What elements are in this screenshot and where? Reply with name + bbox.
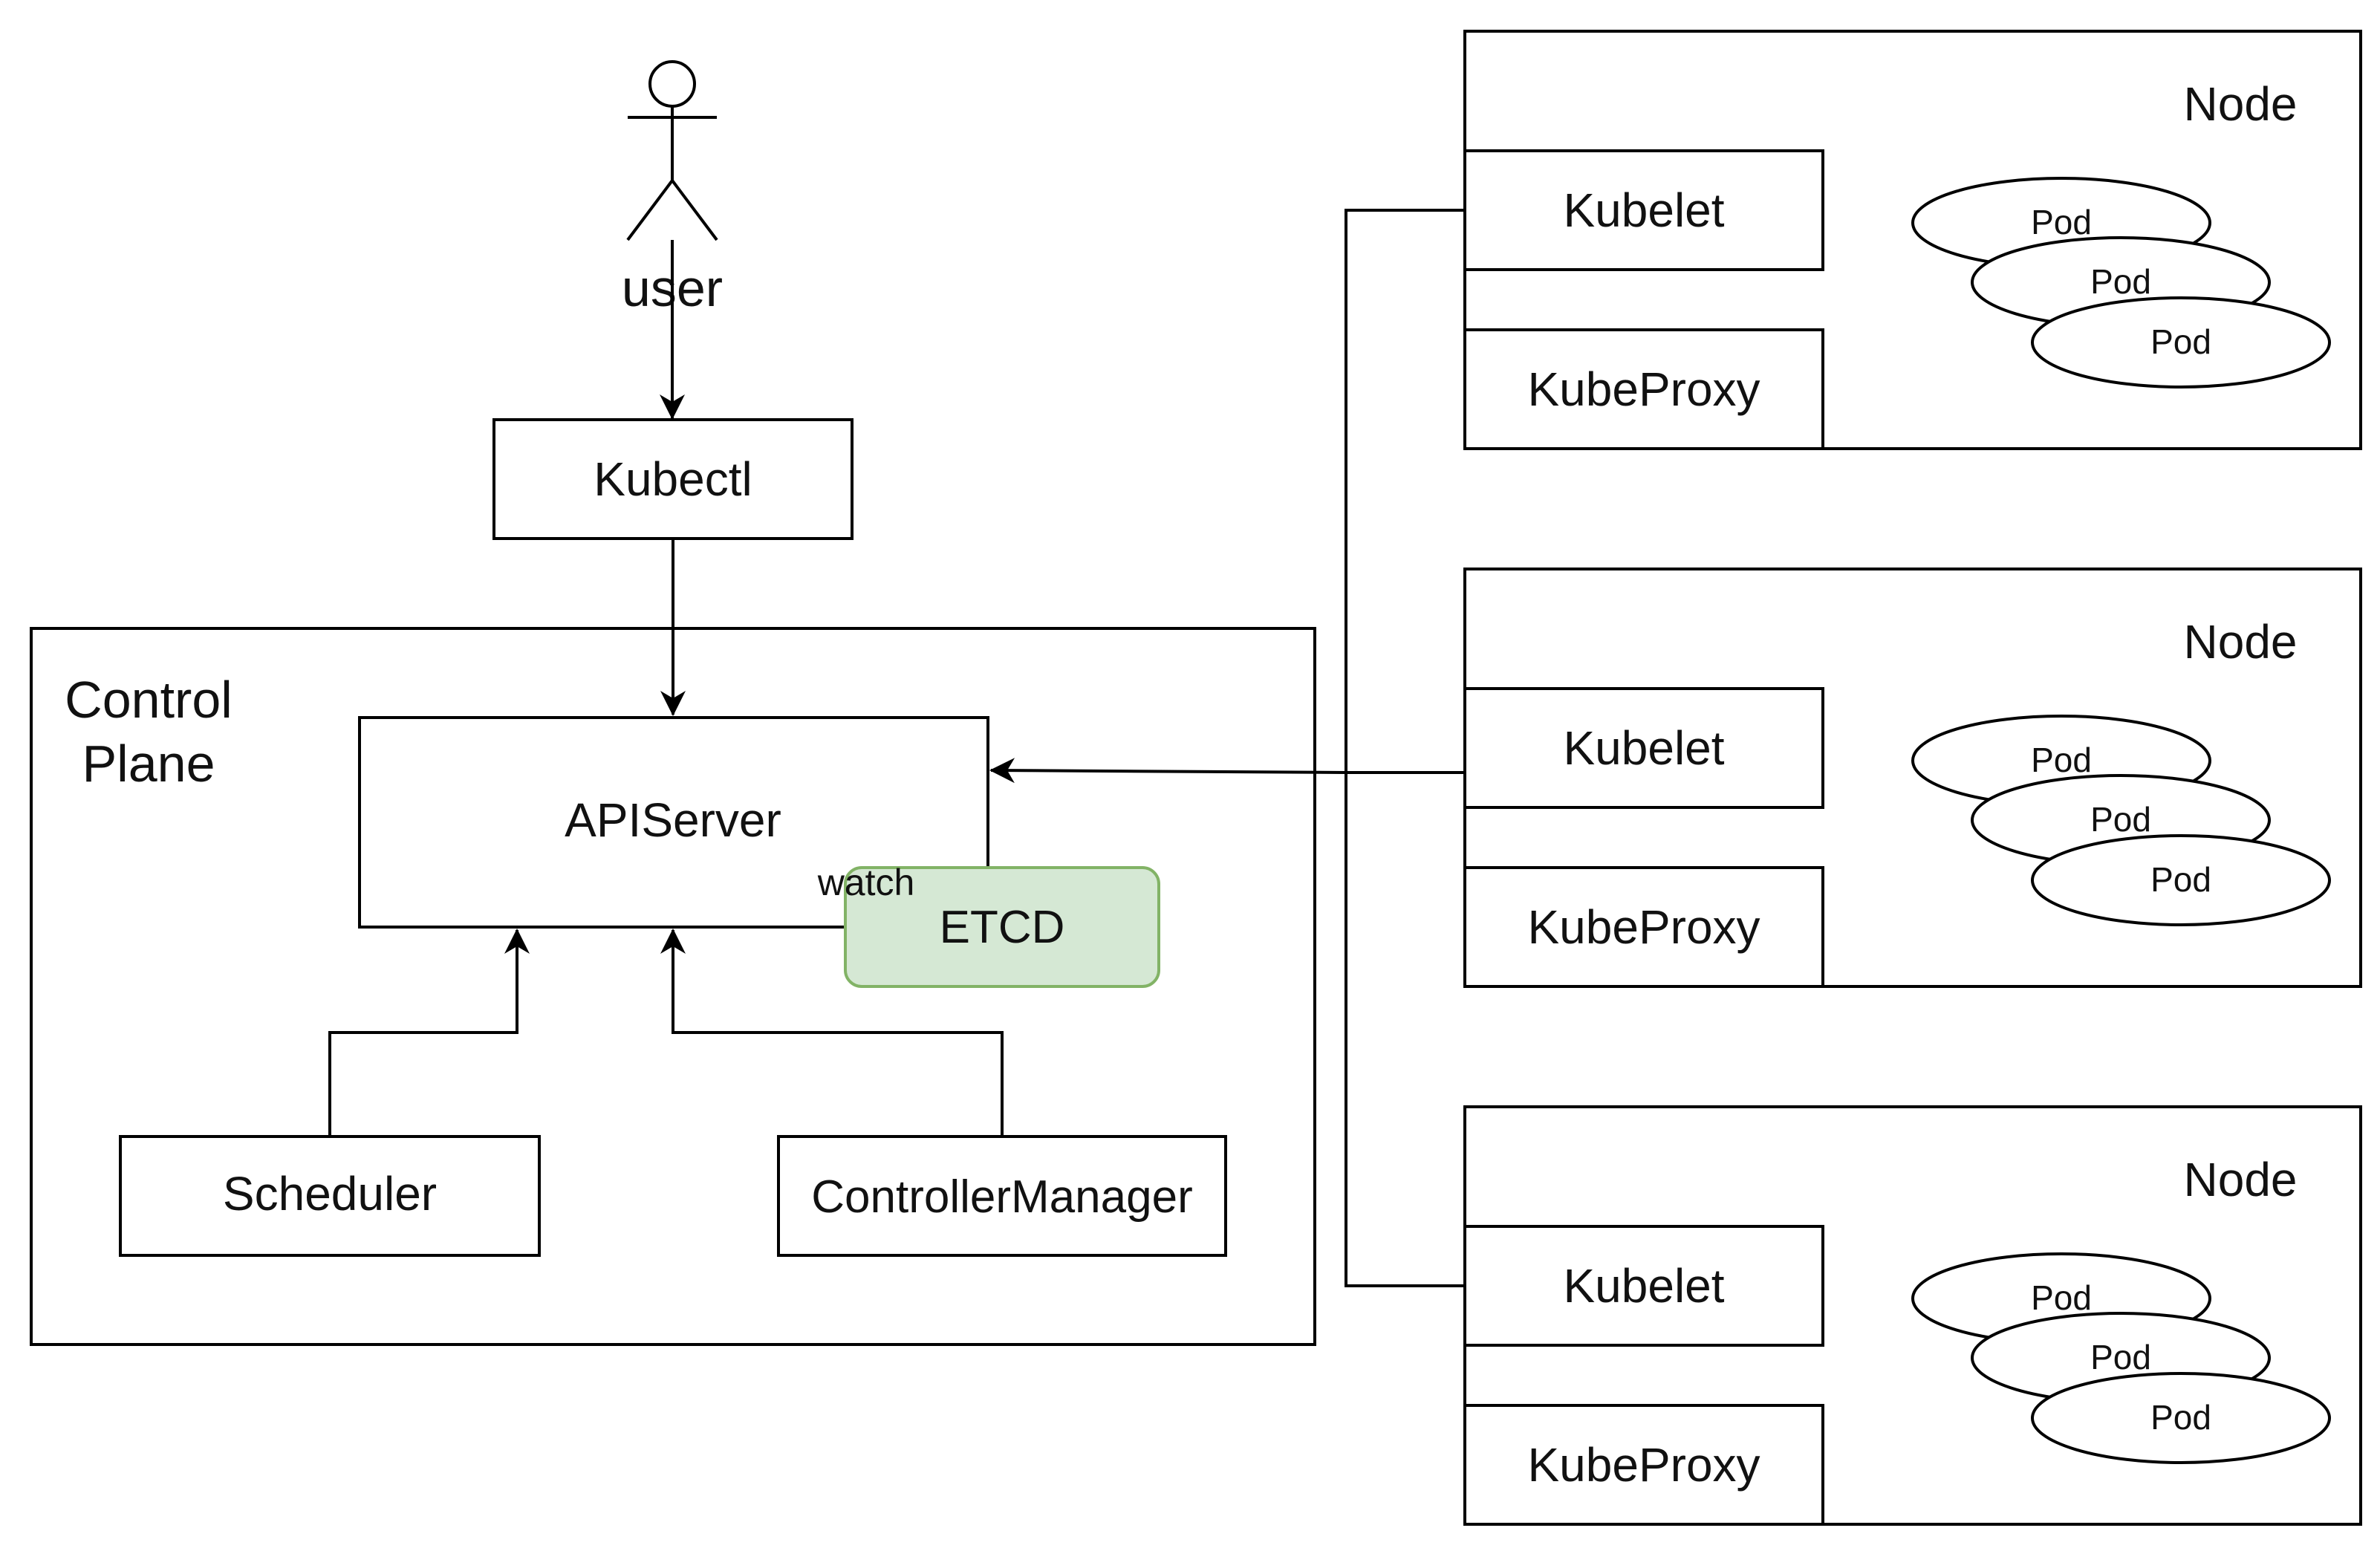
- etcd-label: ETCD: [940, 902, 1065, 953]
- kubectl-label: Kubectl: [594, 452, 752, 506]
- etcd-box: [844, 866, 1160, 988]
- kubelet-label: Kubelet: [1563, 183, 1724, 237]
- kubelet-bus-line: [1345, 209, 1465, 1287]
- scheduler-label: Scheduler: [223, 1167, 437, 1220]
- control-plane-label-line2: Plane: [82, 735, 215, 793]
- node-3: Node Kubelet KubeProxy Pod Pod Pod: [1463, 1105, 2362, 1526]
- scheduler-box: [119, 1135, 541, 1257]
- control-plane-label-line1: Control: [65, 671, 233, 729]
- user-right-leg: [671, 179, 718, 241]
- kubeproxy-box: [1463, 328, 1824, 450]
- pod-label: Pod: [2090, 800, 2151, 839]
- node-label: Node: [2184, 1153, 2298, 1206]
- pod-ellipse: [2031, 834, 2331, 926]
- apiserver-label: APIServer: [565, 793, 781, 847]
- pod-label: Pod: [2090, 1338, 2151, 1376]
- user-head: [648, 60, 696, 108]
- pod-label: Pod: [2150, 860, 2211, 899]
- node-1: Node Kubelet KubeProxy Pod Pod Pod: [1463, 30, 2362, 450]
- controller-manager-label: ControllerManager: [811, 1171, 1192, 1223]
- controller-manager-to-apiserver-arrow: [660, 929, 1004, 1137]
- node-label: Node: [2184, 615, 2298, 669]
- pod-label: Pod: [2031, 1278, 2092, 1317]
- pod-label: Pod: [2031, 203, 2092, 241]
- user-actor: [626, 60, 718, 241]
- node-label: Node: [2184, 77, 2298, 131]
- kubeproxy-label: KubeProxy: [1527, 900, 1760, 954]
- pod-label: Pod: [2031, 741, 2092, 779]
- kubeproxy-label: KubeProxy: [1527, 1438, 1760, 1492]
- kubelet-box: [1463, 1225, 1824, 1347]
- watch-label: watch: [817, 862, 915, 903]
- kubelet-to-apiserver-arrow: [989, 758, 1465, 784]
- node-2: Node Kubelet KubeProxy Pod Pod Pod: [1463, 568, 2362, 988]
- kubelet-box: [1463, 149, 1824, 271]
- kubelet-box: [1463, 687, 1824, 809]
- pod-ellipse: [2031, 296, 2331, 388]
- pod-label: Pod: [2150, 1398, 2211, 1437]
- kubeproxy-box: [1463, 1404, 1824, 1526]
- pod-label: Pod: [2150, 322, 2211, 361]
- user-left-leg: [626, 179, 674, 241]
- pod-label: Pod: [2090, 262, 2151, 301]
- pod-ellipse: [2031, 1372, 2331, 1464]
- scheduler-to-apiserver-arrow: [328, 929, 530, 1137]
- kubeproxy-box: [1463, 866, 1824, 988]
- kubeproxy-label: KubeProxy: [1527, 362, 1760, 416]
- controller-manager-box: [777, 1135, 1227, 1257]
- kubelet-label: Kubelet: [1563, 1259, 1724, 1313]
- kubelet-label: Kubelet: [1563, 721, 1724, 775]
